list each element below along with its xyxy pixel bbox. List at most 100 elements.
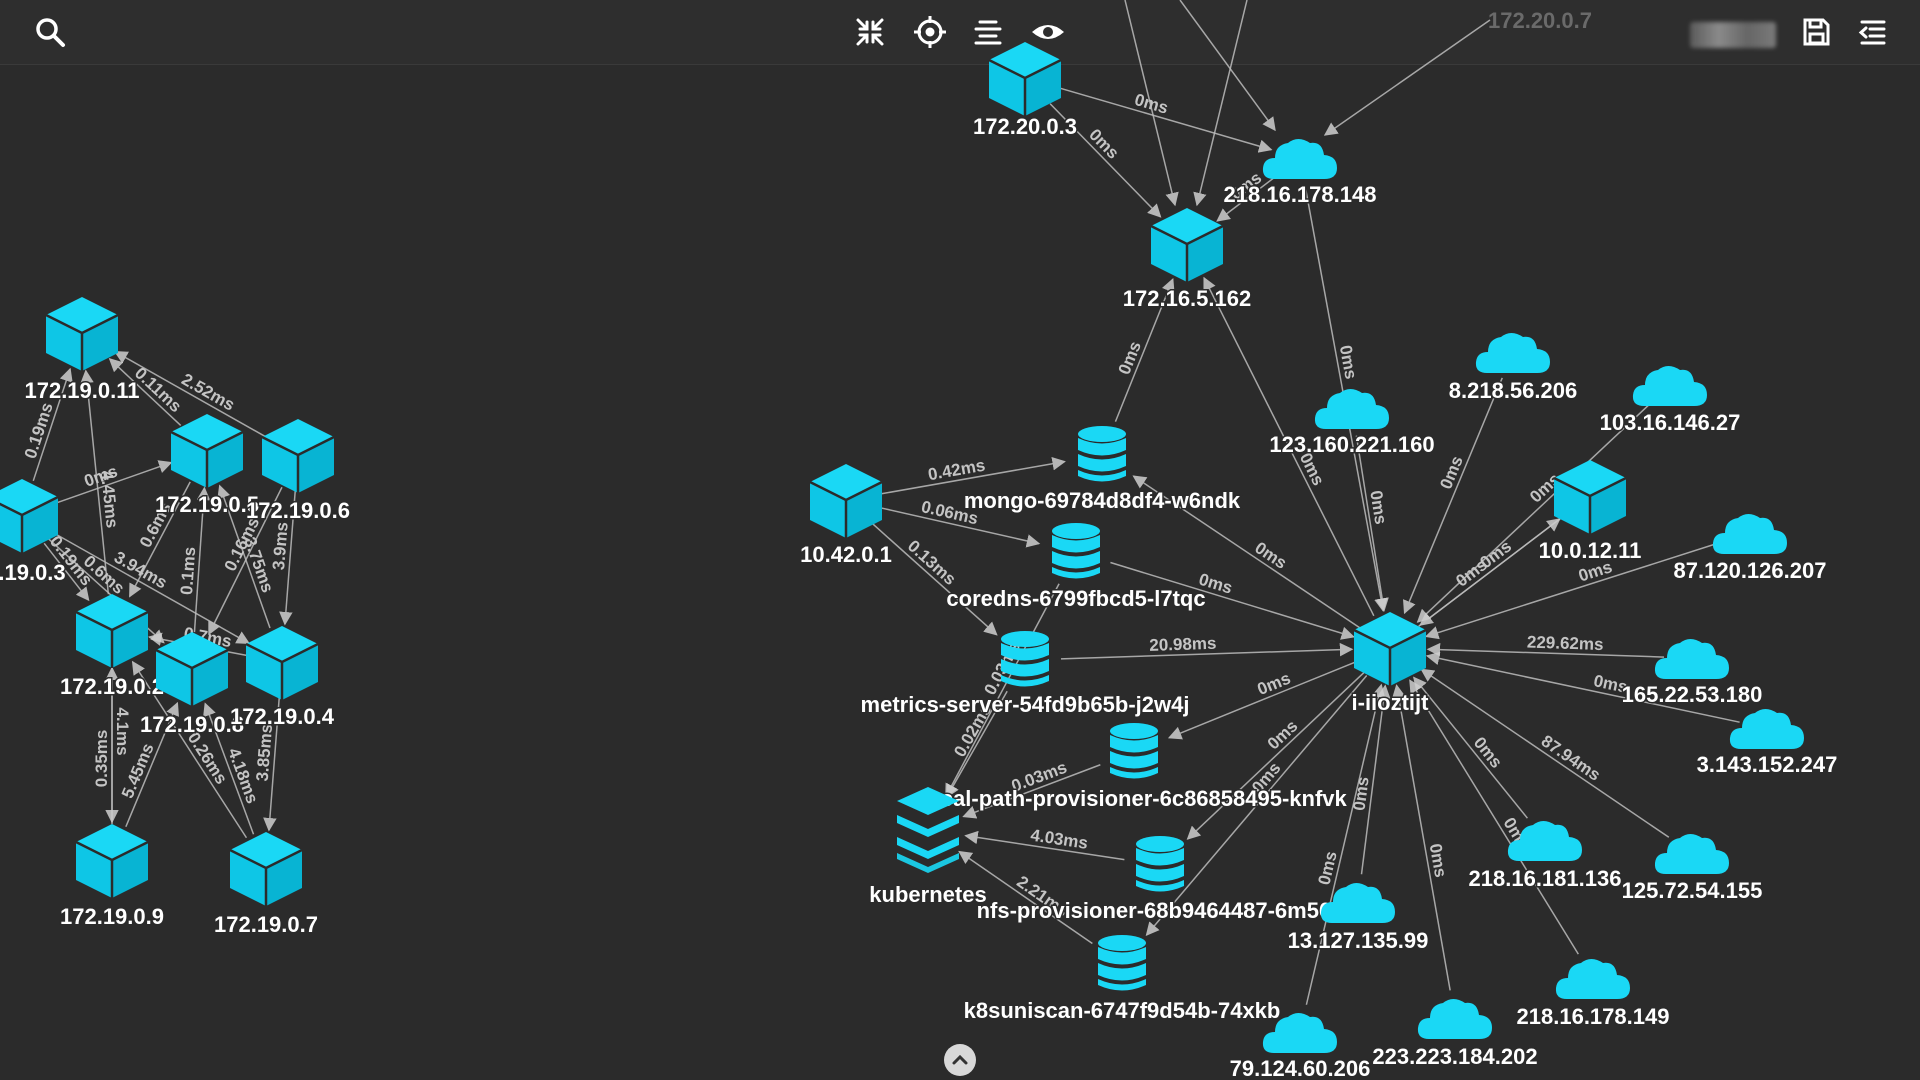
cube-icon[interactable] bbox=[1149, 206, 1225, 284]
graph-node-cube[interactable]: 10.42.0.1 bbox=[799, 462, 893, 569]
edge-line[interactable] bbox=[1424, 540, 1724, 640]
cloud-icon[interactable] bbox=[1555, 959, 1630, 999]
cube-icon[interactable] bbox=[244, 624, 320, 702]
db-icon[interactable] bbox=[1078, 426, 1126, 482]
edge-line[interactable] bbox=[32, 367, 73, 482]
edge-line[interactable] bbox=[1416, 403, 1651, 623]
edge-line[interactable] bbox=[80, 369, 110, 595]
graph-node-cloud[interactable]: 165.22.53.180 bbox=[1620, 639, 1764, 709]
db-icon[interactable] bbox=[1052, 523, 1100, 579]
edge-line[interactable] bbox=[880, 507, 1041, 548]
cloud-icon[interactable] bbox=[1654, 834, 1729, 874]
indent-menu-icon[interactable] bbox=[1852, 12, 1892, 52]
edge-line[interactable] bbox=[1403, 377, 1503, 615]
graph-node-cloud[interactable]: 87.120.126.207 bbox=[1672, 514, 1828, 585]
graph-node-cloud[interactable]: 218.16.181.136 bbox=[1467, 821, 1623, 893]
cube-icon[interactable] bbox=[260, 417, 336, 495]
edge-line[interactable] bbox=[108, 358, 182, 426]
cloud-icon[interactable] bbox=[1262, 139, 1337, 179]
graph-node-cube[interactable]: 172.19.0.6 bbox=[245, 417, 351, 525]
edge-line[interactable] bbox=[881, 457, 1066, 495]
cube-icon[interactable] bbox=[1352, 610, 1428, 688]
edge-line[interactable] bbox=[1132, 475, 1361, 629]
edge-line[interactable] bbox=[1409, 679, 1579, 955]
edge-line[interactable] bbox=[1110, 561, 1355, 640]
cloud-icon[interactable] bbox=[1417, 999, 1492, 1039]
edge-line[interactable] bbox=[193, 486, 211, 633]
graph-node-cube[interactable]: 172.20.0.3 bbox=[972, 40, 1078, 141]
graph-node-cloud[interactable]: 8.218.56.206 bbox=[1447, 333, 1579, 405]
collapse-arrows-icon[interactable] bbox=[850, 12, 890, 52]
graph-node-cloud[interactable]: 223.223.184.202 bbox=[1371, 999, 1539, 1071]
db-icon[interactable] bbox=[1110, 723, 1158, 779]
cube-icon[interactable] bbox=[44, 295, 120, 373]
graph-node-cube[interactable]: 172.19.0.9 bbox=[59, 822, 165, 931]
graph-node-stack[interactable]: kubernetes bbox=[868, 787, 988, 909]
cube-icon[interactable] bbox=[1552, 458, 1628, 536]
cube-icon[interactable] bbox=[74, 592, 150, 670]
edge-line[interactable] bbox=[1216, 174, 1279, 222]
graph-node-cube[interactable]: 172.19.0.8 bbox=[139, 630, 245, 739]
scroll-up-button[interactable] bbox=[944, 1044, 976, 1076]
cube-icon[interactable] bbox=[228, 830, 304, 908]
graph-node-cube[interactable]: 10.0.12.11 bbox=[1537, 458, 1643, 565]
edge-line[interactable] bbox=[1426, 642, 1665, 658]
cube-icon[interactable] bbox=[169, 412, 245, 490]
edge-line[interactable] bbox=[129, 481, 191, 598]
edge-line[interactable] bbox=[125, 701, 179, 828]
align-center-icon[interactable] bbox=[968, 12, 1008, 52]
edge-line[interactable] bbox=[263, 697, 280, 832]
eye-icon[interactable] bbox=[1028, 12, 1068, 52]
edge-line[interactable] bbox=[1413, 676, 1528, 819]
edge-line[interactable] bbox=[1186, 672, 1365, 840]
graph-node-cloud[interactable]: 3.143.152.247 bbox=[1695, 709, 1839, 779]
graph-node-cloud[interactable]: 218.16.178.149 bbox=[1515, 959, 1671, 1031]
graph-node-cube[interactable]: .19.0.3 bbox=[0, 477, 67, 587]
graph-node-cube[interactable]: 172.19.0.2 bbox=[59, 592, 165, 701]
cloud-icon[interactable] bbox=[1729, 709, 1804, 749]
edge-line[interactable] bbox=[958, 850, 1093, 945]
cloud-icon[interactable] bbox=[1320, 883, 1395, 923]
stack-icon[interactable] bbox=[897, 787, 959, 873]
graph-node-db[interactable]: local-path-provisioner-6c86858495-knfvk bbox=[920, 723, 1349, 813]
cloud-icon[interactable] bbox=[1654, 639, 1729, 679]
edge-line[interactable] bbox=[962, 764, 1101, 819]
graph-node-cloud[interactable]: 218.16.178.148 bbox=[1222, 139, 1378, 209]
edge-line[interactable] bbox=[1059, 87, 1273, 153]
graph-node-cloud[interactable]: 125.72.54.155 bbox=[1620, 834, 1764, 905]
edge-line[interactable] bbox=[1049, 103, 1162, 218]
save-icon[interactable] bbox=[1796, 12, 1836, 52]
edge-line[interactable] bbox=[945, 583, 1060, 798]
graph-node-cube[interactable]: 172.19.0.11 bbox=[23, 295, 141, 405]
edge-line[interactable] bbox=[1425, 651, 1740, 723]
edge-line[interactable] bbox=[1114, 277, 1175, 422]
cube-icon[interactable] bbox=[74, 822, 150, 900]
graph-node-cube[interactable]: 172.19.0.4 bbox=[229, 624, 336, 731]
edge-line[interactable] bbox=[1418, 518, 1561, 627]
graph-node-cloud[interactable]: 13.127.135.99 bbox=[1286, 883, 1430, 955]
graph-node-db[interactable]: k8suniscan-6747f9d54b-74xkb bbox=[962, 935, 1282, 1025]
cloud-icon[interactable] bbox=[1475, 333, 1550, 373]
graph-node-db[interactable]: mongo-69784d8df4-w6ndk bbox=[962, 426, 1242, 515]
edge-line[interactable] bbox=[43, 542, 90, 602]
db-icon[interactable] bbox=[1098, 935, 1146, 991]
edge-line[interactable] bbox=[964, 830, 1125, 861]
graph-node-cloud[interactable]: 123.160.221.160 bbox=[1268, 389, 1436, 459]
cloud-icon[interactable] bbox=[1314, 389, 1389, 429]
edge-line[interactable] bbox=[55, 460, 173, 504]
edge-line[interactable] bbox=[1355, 435, 1389, 612]
edge-line[interactable] bbox=[1203, 276, 1375, 617]
edge-line[interactable] bbox=[1392, 684, 1451, 991]
graph-node-cube[interactable]: 172.19.0.5 bbox=[154, 412, 260, 519]
edge-line[interactable] bbox=[52, 532, 251, 644]
graph-node-cloud[interactable]: 103.16.146.27 bbox=[1598, 366, 1742, 437]
edge-line[interactable] bbox=[1167, 660, 1357, 740]
edge-line[interactable] bbox=[113, 351, 268, 438]
graph-node-db[interactable]: metrics-server-54fd9b65b-j2w4j bbox=[859, 631, 1191, 719]
edge-line[interactable] bbox=[1060, 642, 1354, 660]
edge-line[interactable] bbox=[1305, 683, 1386, 1005]
graph-node-db[interactable]: nfs-provisioner-68b9464487-6m568 bbox=[975, 836, 1345, 925]
edge-line[interactable] bbox=[1420, 668, 1670, 838]
edge-line[interactable] bbox=[872, 523, 998, 636]
edge-line[interactable] bbox=[279, 490, 296, 626]
